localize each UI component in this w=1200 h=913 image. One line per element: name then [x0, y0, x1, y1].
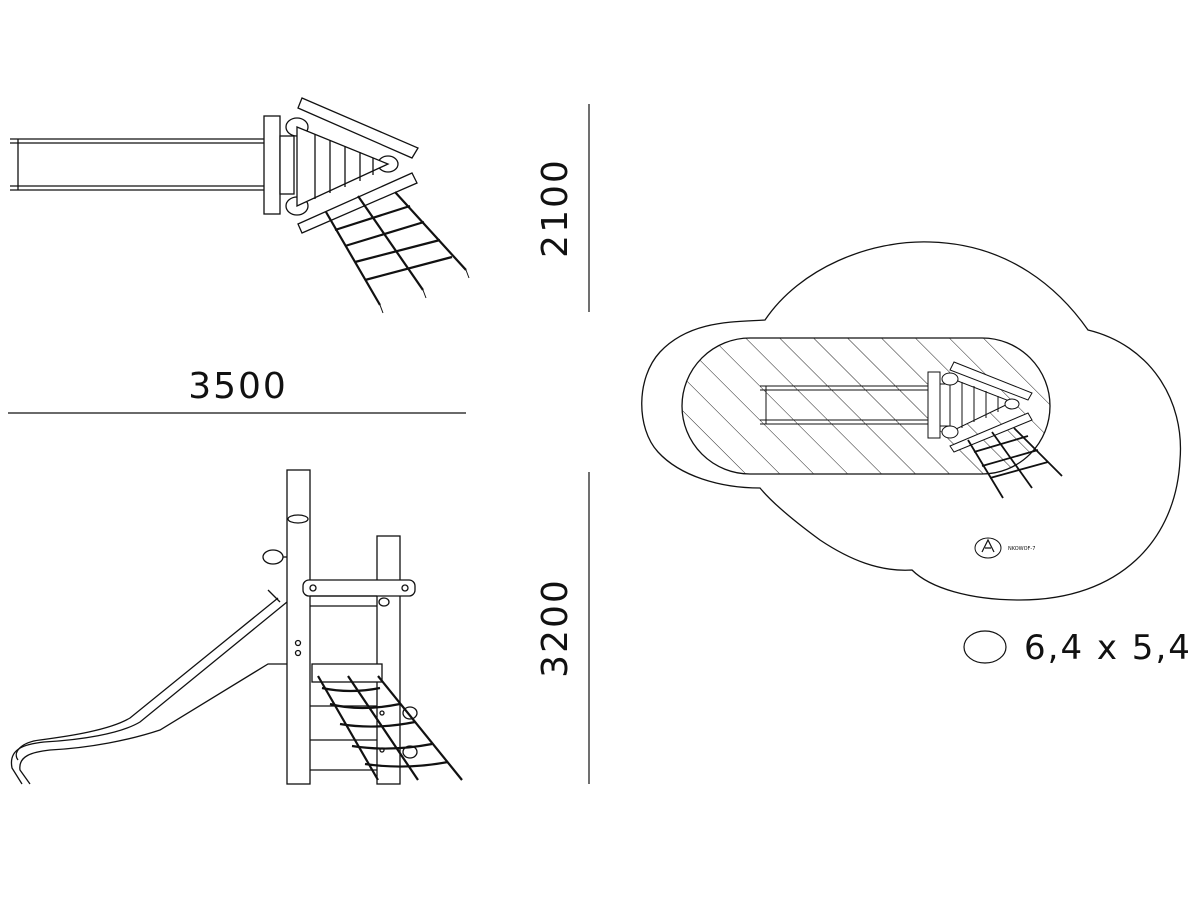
depth-label: 2100	[535, 158, 576, 258]
manufacturer-logo-icon: NKOWOF-7	[974, 537, 1035, 559]
safety-zone-legend-icon	[963, 630, 1007, 664]
top-view	[10, 97, 470, 314]
safety-zone-plan: NKOWOF-7	[641, 241, 1182, 601]
area-legend: 6,4 x 5,4	[963, 628, 1192, 668]
mini-plan	[760, 361, 1063, 499]
height-label: 3200	[535, 578, 576, 678]
safety-zone-area-label: 6,4 x 5,4	[1024, 628, 1192, 668]
rope-net-side	[317, 675, 463, 781]
side-view	[10, 469, 463, 785]
rope-net-top	[325, 191, 467, 306]
logo-code-text: NKOWOF-7	[1008, 546, 1035, 552]
dimension-lines	[8, 104, 590, 784]
width-label: 3500	[188, 366, 288, 407]
